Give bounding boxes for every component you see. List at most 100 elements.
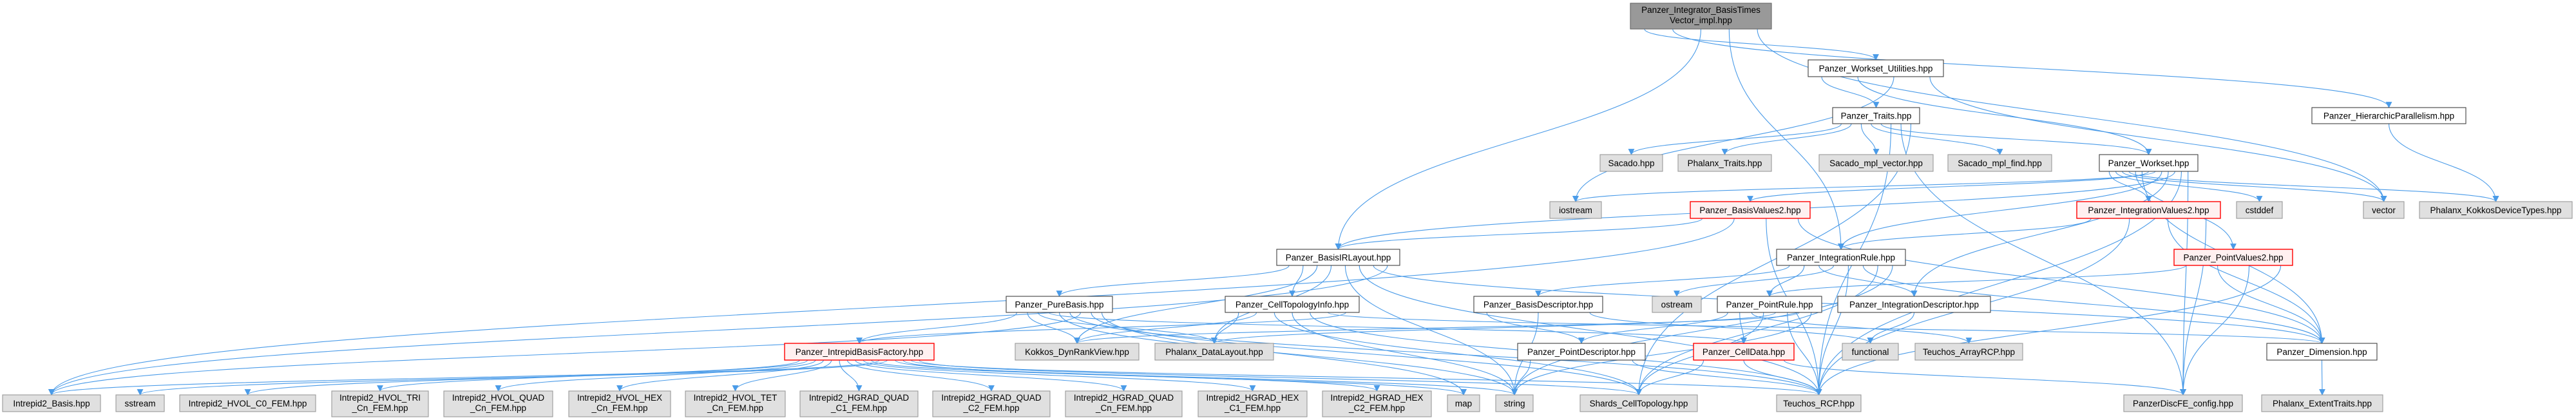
node-cstddef[interactable]: cstddef	[2236, 201, 2283, 219]
node-map[interactable]: map	[1447, 394, 1480, 412]
edge-ibf-to-rcp	[910, 359, 1822, 396]
node-ostream[interactable]: ostream	[1652, 296, 1702, 313]
node-label: Panzer_Traits.hpp	[1841, 111, 1912, 121]
node-ibf[interactable]: Panzer_IntrepidBasisFactory.hpp	[784, 343, 935, 361]
edge-ibf-to-hgrad_hex_c1	[863, 359, 1256, 392]
node-functional[interactable]: functional	[1842, 343, 1899, 361]
node-rcp[interactable]: Teuchos_RCP.hpp	[1776, 394, 1862, 412]
edge-irule-to-string	[1511, 265, 1893, 396]
edge-iv2-to-dimension	[2167, 218, 2325, 344]
node-arrayrcp[interactable]: Teuchos_ArrayRCP.hpp	[1914, 343, 2023, 361]
node-hvol_hex[interactable]: Intrepid2_HVOL_HEX_Cn_FEM.hpp	[568, 390, 671, 417]
node-label: vector	[2372, 205, 2396, 215]
node-box	[1947, 154, 2052, 172]
node-label: Vector_impl.hpp	[1670, 15, 1732, 25]
node-box	[1065, 390, 1183, 417]
node-box	[1832, 107, 1920, 124]
node-label: Sacado_mpl_find.hpp	[1958, 158, 2042, 168]
node-iv2[interactable]: Panzer_IntegrationValues2.hpp	[2076, 201, 2221, 219]
node-hgrad_quad_cn[interactable]: Intrepid2_HGRAD_QUAD_Cn_FEM.hpp	[1065, 390, 1183, 417]
edge-ibf-to-sstream	[137, 359, 888, 396]
node-workset[interactable]: Panzer_Workset.hpp	[2099, 154, 2199, 172]
node-prule[interactable]: Panzer_PointRule.hpp	[1717, 296, 1822, 313]
node-irule[interactable]: Panzer_IntegrationRule.hpp	[1776, 249, 1906, 266]
node-traits[interactable]: Panzer_Traits.hpp	[1832, 107, 1920, 124]
node-ctinfo[interactable]: Panzer_CellTopologyInfo.hpp	[1225, 296, 1360, 313]
edge-workset-to-iv2	[2108, 171, 2152, 202]
node-pv2[interactable]: Panzer_PointValues2.hpp	[2173, 249, 2293, 266]
node-i2basis[interactable]: Intrepid2_Basis.hpp	[2, 394, 101, 412]
node-hgrad_hex_c1[interactable]: Intrepid2_HGRAD_HEX_C1_FEM.hpp	[1197, 390, 1308, 417]
node-hier[interactable]: Panzer_HierarchicParallelism.hpp	[2311, 107, 2466, 124]
node-bdesc[interactable]: Panzer_BasisDescriptor.hpp	[1473, 296, 1603, 313]
node-hvol_quad[interactable]: Intrepid2_HVOL_QUAD_Cn_FEM.hpp	[443, 390, 553, 417]
node-label: iostream	[1559, 205, 1592, 215]
node-mpl_vector[interactable]: Sacado_mpl_vector.hpp	[1818, 154, 1934, 172]
edge-ibf-to-string	[895, 359, 1518, 396]
node-box	[2173, 249, 2293, 266]
node-sstream[interactable]: sstream	[115, 394, 165, 412]
edge-purebasis-to-i2basis	[48, 312, 1082, 396]
node-hvol_tet[interactable]: Intrepid2_HVOL_TET_Cn_FEM.hpp	[685, 390, 786, 417]
edge-birl-to-string	[1344, 265, 1518, 396]
node-hvol_tri[interactable]: Intrepid2_HVOL_TRI_Cn_FEM.hpp	[331, 390, 429, 417]
edge-root-to-birl	[1335, 28, 1702, 250]
node-root[interactable]: Panzer_Integrator_BasisTimesVector_impl.…	[1630, 3, 1772, 30]
edge-irule-to-shards	[1636, 265, 1878, 396]
edge-irule-to-idesc	[1818, 265, 1918, 297]
node-label: _Cn_FEM.hpp	[351, 403, 408, 413]
edge-purebasis-to-map	[1101, 312, 1467, 396]
edge-wsu-to-vector	[1929, 76, 2387, 202]
node-label: string	[1503, 399, 1525, 408]
node-discfe[interactable]: PanzerDiscFE_config.hpp	[2123, 394, 2243, 412]
node-dynrank[interactable]: Kokkos_DynRankView.hpp	[1015, 343, 1140, 361]
node-celldata[interactable]: Panzer_CellData.hpp	[1693, 343, 1795, 361]
edge-traits-to-shards	[1636, 123, 1912, 396]
edge-purebasis-to-string	[1058, 312, 1518, 396]
node-sacado[interactable]: Sacado.hpp	[1599, 154, 1663, 172]
node-label: functional	[1852, 347, 1889, 357]
edge-pv2-to-dimension	[2217, 265, 2325, 344]
node-kokkos_dev[interactable]: Phalanx_KokkosDeviceTypes.hpp	[2419, 201, 2573, 219]
edge-prule-to-dynrank	[1074, 312, 1800, 344]
node-extent[interactable]: Phalanx_ExtentTraits.hpp	[2261, 394, 2383, 412]
node-idesc[interactable]: Panzer_IntegrationDescriptor.hpp	[1837, 296, 1991, 313]
node-label: Panzer_Dimension.hpp	[2276, 347, 2367, 357]
node-mpl_find[interactable]: Sacado_mpl_find.hpp	[1947, 154, 2052, 172]
node-shards[interactable]: Shards_CellTopology.hpp	[1579, 394, 1698, 412]
node-iostream[interactable]: iostream	[1549, 201, 1602, 219]
node-box	[2123, 394, 2243, 412]
node-label: _Cn_FEM.hpp	[591, 403, 647, 413]
node-label: _Cn_FEM.hpp	[1095, 403, 1152, 413]
node-box	[179, 394, 316, 412]
node-dimension[interactable]: Panzer_Dimension.hpp	[2266, 343, 2378, 361]
edge-traits-to-mpl_find	[1871, 123, 2003, 155]
node-pdesc[interactable]: Panzer_PointDescriptor.hpp	[1517, 343, 1646, 361]
node-wsu[interactable]: Panzer_Workset_Utilities.hpp	[1808, 59, 1944, 77]
node-box	[1225, 296, 1360, 313]
node-box	[1154, 343, 1274, 361]
node-birl[interactable]: Panzer_BasisIRLayout.hpp	[1276, 249, 1400, 266]
node-label: Intrepid2_HVOL_HEX	[577, 393, 662, 403]
node-vector[interactable]: vector	[2363, 201, 2405, 219]
edge-hier-to-kokkos_dev	[2388, 123, 2499, 202]
node-label: Panzer_PointDescriptor.hpp	[1527, 347, 1636, 357]
node-hgrad_quad_c2[interactable]: Intrepid2_HGRAD_QUAD_C2_FEM.hpp	[932, 390, 1051, 417]
node-label: Intrepid2_HVOL_QUAD	[452, 393, 545, 403]
node-string[interactable]: string	[1495, 394, 1534, 412]
node-bv2[interactable]: Panzer_BasisValues2.hpp	[1690, 201, 1811, 219]
node-label: Panzer_IntegrationDescriptor.hpp	[1849, 300, 1979, 310]
edge-ibf-to-hgrad_quad_cn	[855, 359, 1127, 392]
node-box	[2076, 201, 2221, 219]
node-hvol_c0[interactable]: Intrepid2_HVOL_C0_FEM.hpp	[179, 394, 316, 412]
node-hgrad_hex_c2[interactable]: Intrepid2_HGRAD_HEX_C2_FEM.hpp	[1322, 390, 1432, 417]
node-label: Intrepid2_HVOL_TET	[694, 393, 778, 403]
node-phx_traits[interactable]: Phalanx_Traits.hpp	[1677, 154, 1772, 172]
node-box	[2419, 201, 2573, 219]
node-purebasis[interactable]: Panzer_PureBasis.hpp	[1006, 296, 1113, 313]
edge-root-to-vector	[1757, 28, 2387, 202]
node-datalayout[interactable]: Phalanx_DataLayout.hpp	[1154, 343, 1274, 361]
edge-iv2-to-irule	[1838, 218, 2092, 250]
node-hgrad_quad_c1[interactable]: Intrepid2_HGRAD_QUAD_C1_FEM.hpp	[799, 390, 919, 417]
edge-irule-to-bdesc	[1535, 265, 1790, 297]
